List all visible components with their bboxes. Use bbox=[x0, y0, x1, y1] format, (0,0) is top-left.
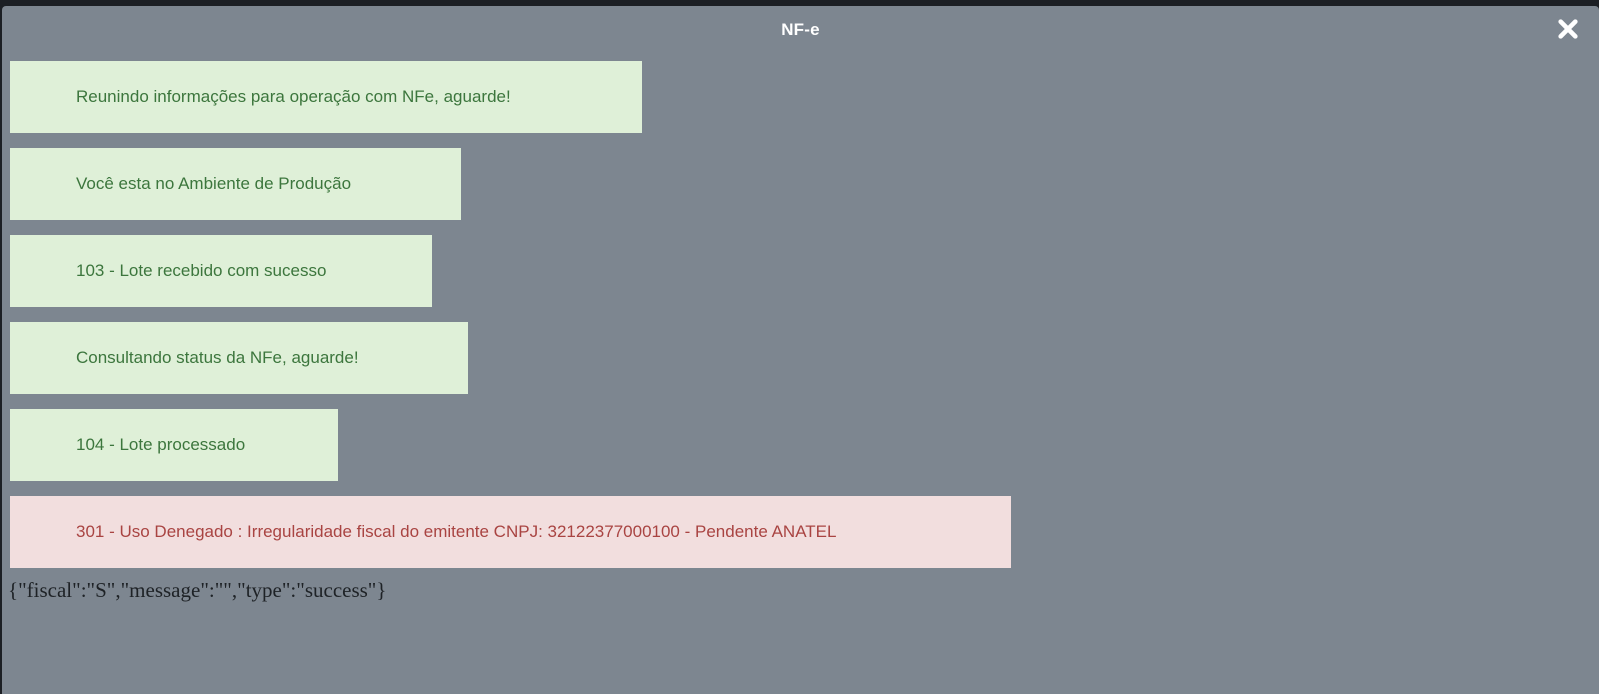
alert-message: 104 - Lote processado bbox=[10, 409, 338, 481]
nfe-dialog: NF-e Reunindo informações para operação … bbox=[2, 6, 1599, 694]
alert-message: Reunindo informações para operação com N… bbox=[10, 61, 642, 133]
message-list: Reunindo informações para operação com N… bbox=[8, 61, 1011, 603]
raw-json-response: {"fiscal":"S","message":"","type":"succe… bbox=[8, 578, 387, 602]
dialog-title: NF-e bbox=[781, 20, 820, 39]
alert-message: 103 - Lote recebido com sucesso bbox=[10, 235, 432, 307]
close-icon bbox=[1558, 19, 1578, 39]
error-message: 301 - Uso Denegado : Irregularidade fisc… bbox=[10, 496, 1011, 568]
alert-message: Consultando status da NFe, aguarde! bbox=[10, 322, 468, 394]
alert-message: Você esta no Ambiente de Produção bbox=[10, 148, 461, 220]
close-button[interactable] bbox=[1553, 14, 1583, 44]
dialog-title-bar: NF-e bbox=[2, 6, 1599, 54]
